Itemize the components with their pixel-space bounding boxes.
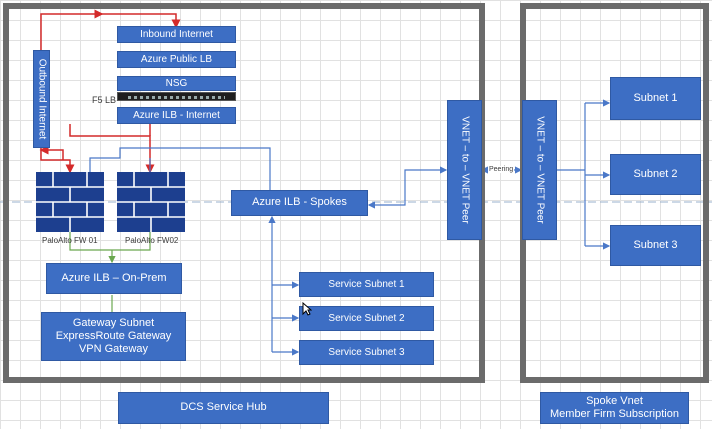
azure-ilb-onprem-box: Azure ILB – On-Prem [46,263,182,294]
azure-ilb-spokes-box: Azure ILB - Spokes [231,190,368,216]
subnet-3-box: Subnet 3 [610,225,701,266]
mouse-cursor-icon [302,302,312,316]
service-subnet-2-box: Service Subnet 2 [299,306,434,331]
nsg-box: NSG [117,76,236,91]
f5-label: F5 LB [92,95,117,105]
hub-vnet-peer-box: VNET – to – VNET Peer [447,100,482,240]
spoke-vnet-peer-box: VNET – to – VNET Peer [522,100,557,240]
spoke-caption-title: Spoke Vnet [586,394,643,407]
vpn-gateway-label: VPN Gateway [78,343,149,356]
spoke-caption-subtitle: Member Firm Subscription [550,408,679,420]
fw-onprem-line [69,232,151,251]
service-subnet-1-box: Service Subnet 1 [299,272,434,297]
inbound-internet-box: Inbound Internet [117,26,236,43]
outbound-internet-label: Outbound Internet [36,58,47,140]
subnet-1-box: Subnet 1 [610,77,701,120]
fw-outbound-arrow [39,145,64,160]
outbound-to-inbound-arrow [40,9,104,50]
hub-frame [3,3,485,383]
azure-public-lb-box: Azure Public LB [117,51,236,68]
hub-caption: DCS Service Hub [118,392,329,424]
inbound-arrow [102,13,181,29]
f5-appliance-icon [117,92,236,101]
outbound-internet-box: Outbound Internet [33,50,50,148]
subnet-2-box: Subnet 2 [610,154,701,195]
fw-spokes-line [89,147,271,190]
fw2-label: PaloAlto FW02 [125,236,179,245]
spoke-vnet-peer-label: VNET – to – VNET Peer [534,116,545,224]
peering-label: Peering [488,166,515,173]
service-subnet-3-box: Service Subnet 3 [299,340,434,365]
firewall-icon [117,172,185,232]
spokes-peer-arrow [367,166,448,209]
expressroute-gateway-label: ExpressRoute Gateway [55,329,172,342]
azure-ilb-internet-box: Azure ILB - Internet [117,107,236,124]
gateway-subnet-label: Gateway Subnet [72,316,155,329]
gateway-subnet-box: Gateway Subnet ExpressRoute Gateway VPN … [41,312,186,361]
firewall-icon [36,172,104,232]
ilb-fw-arrow [69,124,155,174]
hub-vnet-peer-label: VNET – to – VNET Peer [459,116,470,224]
spoke-caption: Spoke Vnet Member Firm Subscription [540,392,689,424]
fw1-label: PaloAlto FW 01 [42,236,98,245]
